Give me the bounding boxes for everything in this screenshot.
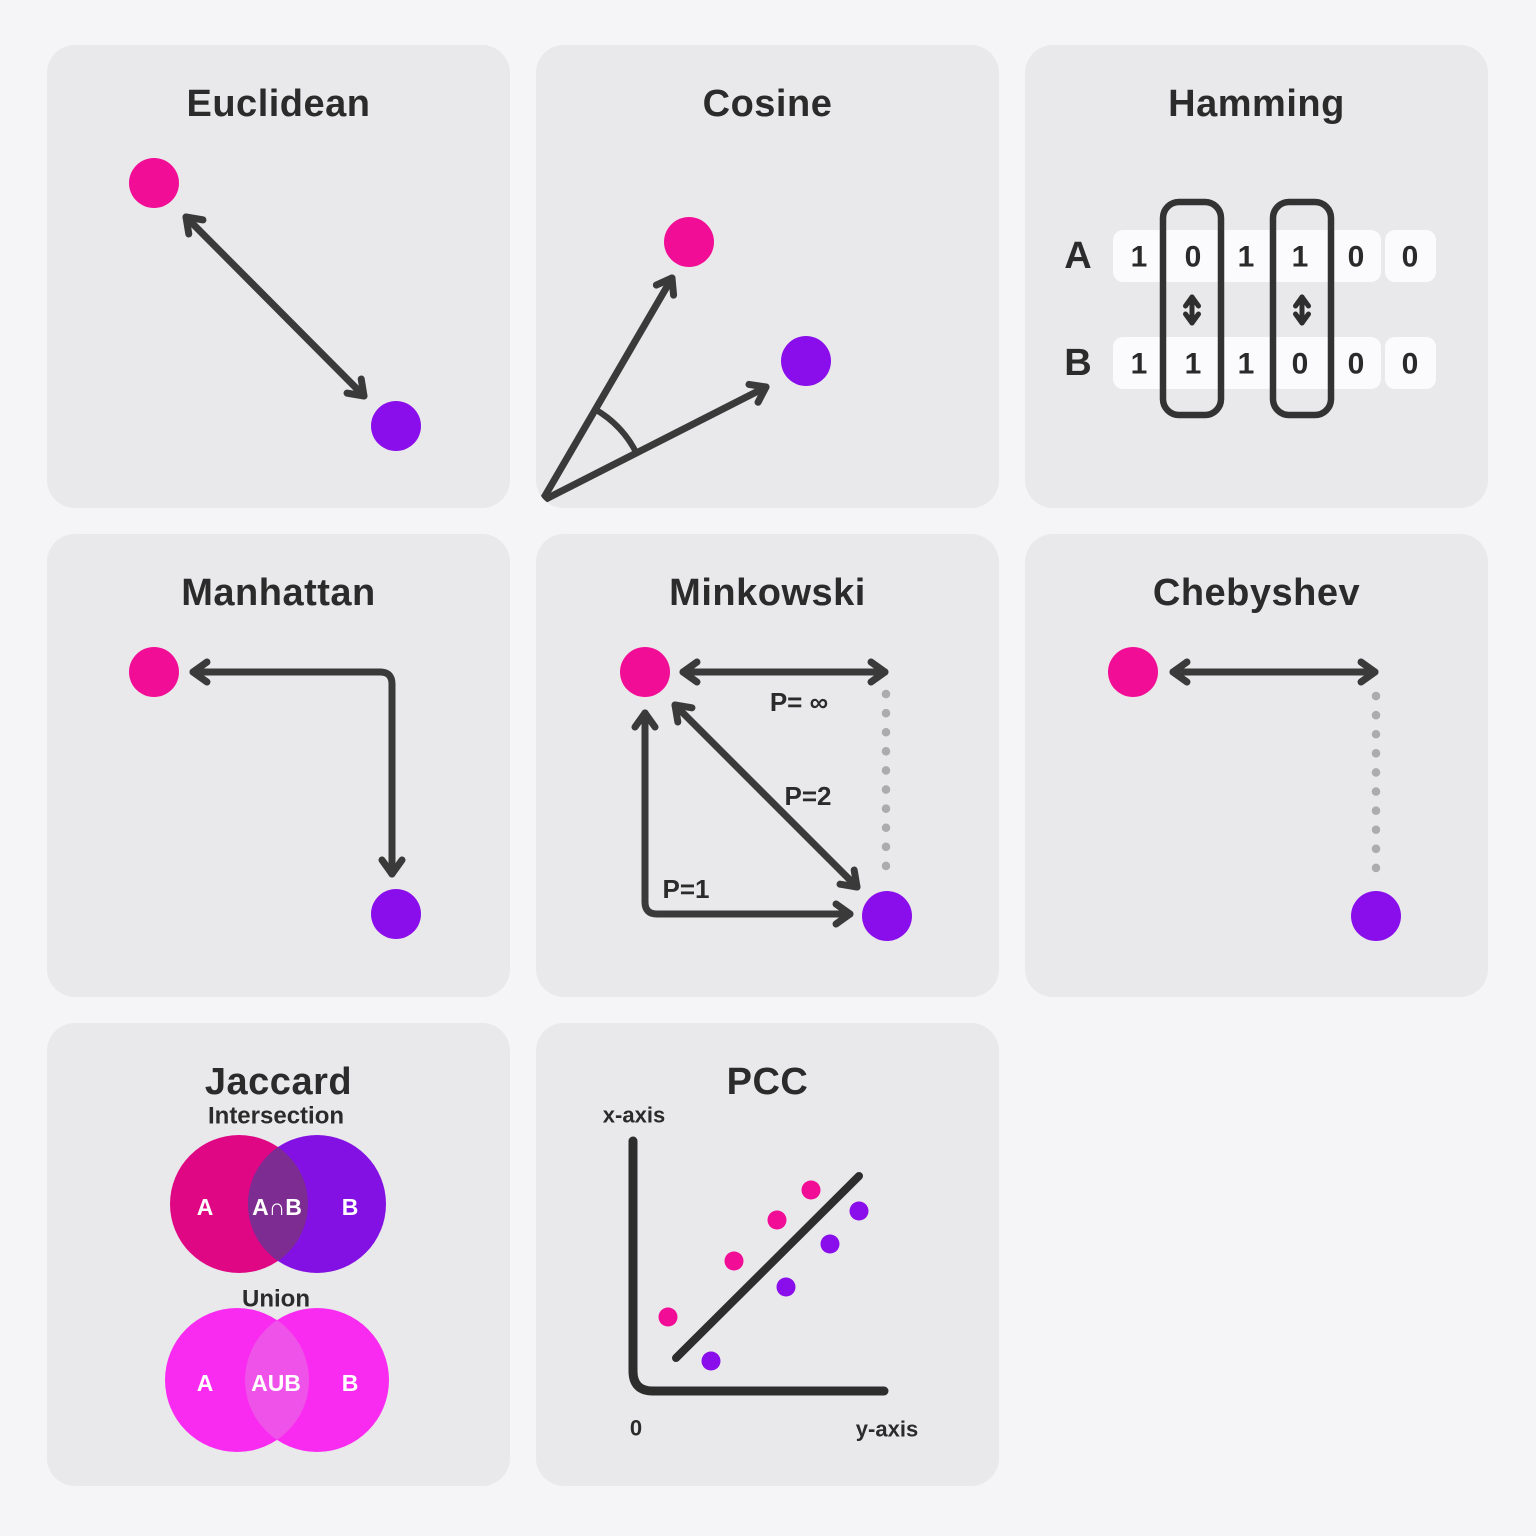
minkowski-diagram: P= ∞ P=2 P=1 (620, 647, 912, 941)
pink-scatter-point (724, 1251, 744, 1271)
x-axis-label: x-axis (603, 1103, 665, 1128)
venn-intersection: A A∩B B (170, 1135, 386, 1273)
set-a-label: A (197, 1194, 214, 1220)
bit-a4: 1 (1292, 241, 1309, 274)
set-a-label: A (197, 1370, 214, 1396)
row-a-label: A (1064, 235, 1091, 277)
bit-cell-a6 (1385, 230, 1436, 282)
intersection-overlap (248, 1135, 308, 1273)
manhattan-title: Manhattan (181, 572, 376, 614)
card-jaccard: Jaccard Intersection A A∩B B Union (47, 1023, 510, 1486)
card-pcc: PCC x-axis 0 y-axis (536, 1023, 999, 1486)
chebyshev-diagram (1108, 647, 1401, 941)
bit-cell-b6 (1385, 337, 1436, 389)
bit-b1: 1 (1131, 348, 1148, 381)
pink-scatter-point (801, 1180, 821, 1200)
bit-a6: 0 (1402, 241, 1419, 274)
origin-label: 0 (630, 1416, 642, 1441)
y-axis-label: y-axis (856, 1417, 918, 1442)
intersection-subtitle: Intersection (208, 1103, 344, 1130)
mismatch-box-col2 (1159, 198, 1225, 419)
bit-b2: 1 (1185, 348, 1202, 381)
pink-scatter-point (767, 1210, 787, 1230)
p-inf-label: P= ∞ (770, 687, 828, 717)
chebyshev-title: Chebyshev (1152, 572, 1361, 614)
purple-point (1351, 891, 1401, 941)
set-b-label: B (342, 1194, 359, 1220)
purple-scatter-point (849, 1201, 869, 1221)
bit-a5: 0 (1348, 241, 1365, 274)
pcc-points (658, 1180, 869, 1371)
euclidean-distance-arrow (182, 213, 368, 400)
hamming-diagram: A B 1 0 1 1 0 0 1 1 1 0 0 0 (1064, 198, 1436, 419)
union-formula-label: AUB (251, 1370, 301, 1396)
pink-point (620, 647, 670, 697)
manhattan-path-arrow (189, 658, 406, 878)
card-hamming: Hamming A B 1 0 1 1 0 0 1 1 1 (1025, 45, 1488, 508)
card-minkowski: Minkowski P= ∞ P=2 P=1 (536, 534, 999, 997)
pink-point (664, 217, 714, 267)
purple-scatter-point (820, 1234, 840, 1254)
bit-a3: 1 (1238, 241, 1255, 274)
purple-point (862, 891, 912, 941)
bit-b3: 1 (1238, 348, 1255, 381)
purple-point (371, 889, 421, 939)
card-euclidean: Euclidean (47, 45, 510, 508)
card-chebyshev: Chebyshev (1025, 534, 1488, 997)
pink-point (129, 158, 179, 208)
purple-point (781, 336, 831, 386)
card-cosine: Cosine (536, 45, 999, 508)
intersection-formula-label: A∩B (252, 1194, 302, 1220)
cosine-diagram (538, 217, 831, 505)
vector-a-arrow (538, 274, 678, 505)
pink-point (1108, 647, 1158, 697)
manhattan-diagram (129, 647, 421, 939)
euclidean-diagram (129, 158, 421, 451)
bit-a2: 0 (1185, 241, 1202, 274)
minkowski-title: Minkowski (669, 572, 866, 614)
hamming-title: Hamming (1168, 83, 1345, 125)
trend-line (672, 1172, 863, 1362)
row-b-label: B (1064, 342, 1091, 384)
purple-scatter-point (776, 1277, 796, 1297)
bit-a1: 1 (1131, 241, 1148, 274)
bit-b5: 0 (1348, 348, 1365, 381)
vector-b-arrow (538, 380, 770, 505)
union-overlap (245, 1308, 309, 1452)
p1-label: P=1 (663, 874, 710, 904)
bit-b6: 0 (1402, 348, 1419, 381)
euclidean-title: Euclidean (186, 83, 371, 125)
pink-scatter-point (658, 1307, 678, 1327)
pcc-title: PCC (726, 1061, 809, 1103)
set-b-label: B (342, 1370, 359, 1396)
bit-strip-a (1113, 230, 1381, 282)
jaccard-title: Jaccard (204, 1061, 353, 1103)
axes (628, 1136, 889, 1396)
mismatch-box-col4 (1269, 198, 1335, 419)
p1-path-arrow (631, 709, 854, 928)
purple-point (371, 401, 421, 451)
cosine-title: Cosine (702, 83, 833, 125)
p2-label: P=2 (785, 781, 832, 811)
venn-union: A AUB B (165, 1308, 389, 1452)
pcc-diagram: x-axis 0 y-axis (603, 1103, 918, 1442)
pink-point (129, 647, 179, 697)
purple-scatter-point (701, 1351, 721, 1371)
angle-arc (592, 406, 640, 456)
bit-b4: 0 (1292, 348, 1309, 381)
jaccard-diagram: Intersection A A∩B B Union A (165, 1103, 389, 1452)
card-manhattan: Manhattan (47, 534, 510, 997)
bit-strip-b (1113, 337, 1381, 389)
union-subtitle: Union (242, 1286, 310, 1313)
